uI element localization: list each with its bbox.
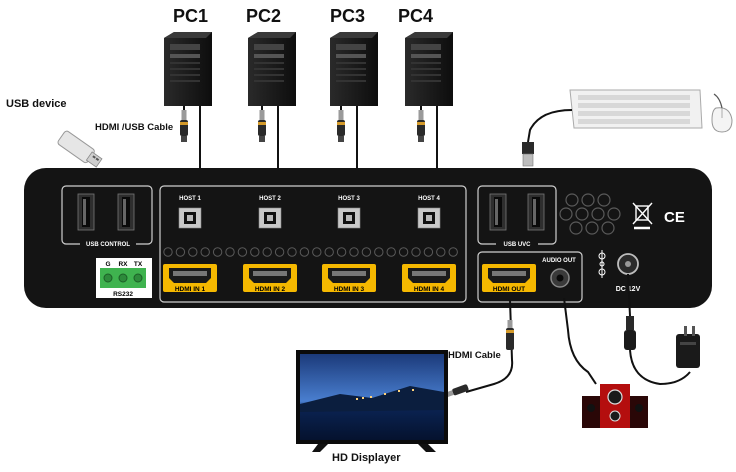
pc4-tower: [405, 32, 453, 106]
rs232-pin-rx: RX: [118, 261, 128, 268]
host1-label: HOST 1: [179, 196, 201, 202]
vent-hole: [349, 247, 359, 257]
host4-usb-b-port: [417, 207, 441, 229]
rs232-terminal: [96, 258, 152, 298]
vent-hole: [163, 247, 173, 257]
vent-hole: [212, 247, 223, 257]
vent-hole: [324, 247, 334, 257]
speaker-system-icon: [582, 384, 648, 428]
pc4-cable-plug: [417, 110, 425, 142]
pc3-label: PC3: [330, 6, 366, 26]
audio-out-label: AUDIO OUT: [542, 258, 576, 264]
hdmi-in-2-label: HDMI IN 2: [255, 286, 286, 293]
pc4-label: PC4: [398, 6, 434, 26]
pc1-label: PC1: [173, 6, 209, 26]
pc3-cable-plug: [337, 110, 345, 142]
vent-hole: [225, 247, 235, 257]
vent-hole: [175, 247, 186, 257]
vent-hole: [448, 247, 458, 257]
usb-control-label: USB CONTROL: [86, 242, 130, 248]
hdmi-usb-cable-label: HDMI /USB Cable: [95, 122, 174, 133]
pc2-cable-plug: [258, 110, 266, 142]
vent-hole: [423, 247, 434, 257]
rs232-pin-g: G: [105, 261, 110, 268]
usb-control-port-2: [117, 193, 135, 231]
vent-hole: [287, 247, 297, 257]
vent-hole: [312, 247, 322, 257]
hd-displayer-label: HD Displayer: [332, 452, 401, 464]
usb-device-label: USB device: [6, 98, 67, 110]
vent-hole: [250, 247, 260, 257]
vent-hole: [336, 247, 347, 257]
vent-hole: [386, 247, 396, 257]
usb-uvc-label: USB UVC: [503, 242, 531, 248]
host-group: [159, 185, 467, 303]
vent-hole: [299, 247, 310, 257]
usb-uvc-port-2: [527, 193, 545, 231]
usb-uvc-port-1: [489, 193, 507, 231]
hd-display-tv-icon: [296, 350, 448, 452]
pc2-label: PC2: [246, 6, 282, 26]
pc1-cable-plug: [180, 110, 188, 142]
host1-usb-b-port: [178, 207, 202, 229]
vent-holes: [163, 247, 458, 257]
rs232-pin-tx: TX: [134, 261, 143, 268]
host2-label: HOST 2: [259, 196, 281, 202]
vent-hole: [188, 247, 198, 257]
hdmi-out-label: HDMI OUT: [493, 286, 525, 293]
weee-icon: [632, 202, 653, 230]
host2-usb-b-port: [258, 207, 282, 229]
hdmi-in-3-label: HDMI IN 3: [334, 286, 365, 293]
vent-hole: [200, 247, 210, 257]
output-group: [477, 251, 583, 303]
vent-hole: [361, 247, 372, 257]
vent-hole: [374, 247, 384, 257]
rs232-label: RS232: [113, 291, 133, 298]
vent-hole: [411, 247, 421, 257]
usb-control-port-1: [77, 193, 95, 231]
pc2-tower: [248, 32, 296, 106]
host3-usb-b-port: [337, 207, 361, 229]
host4-label: HOST 4: [418, 196, 440, 202]
power-adapter-icon: [676, 326, 700, 368]
pc3-tower: [330, 32, 378, 106]
dc-polarity-icon: [598, 250, 606, 278]
vent-hole: [436, 247, 446, 257]
usb-stick-icon: [57, 130, 103, 168]
dc-barrel-plug-icon: [624, 316, 636, 350]
fan-vents: [559, 193, 621, 235]
ce-mark: CE: [664, 209, 685, 226]
hdmi-in-1-label: HDMI IN 1: [175, 286, 206, 293]
usb-a-plug-icon: [522, 142, 534, 167]
mouse-icon: [711, 93, 733, 133]
host3-label: HOST 3: [338, 196, 360, 202]
vent-hole: [262, 247, 272, 257]
hdmi-in-4-label: HDMI IN 4: [414, 286, 445, 293]
hdmi-cable-label: HDMI Cable: [448, 350, 501, 361]
keyboard-icon: [569, 89, 703, 129]
pc1-tower: [164, 32, 212, 106]
vent-hole: [398, 247, 409, 257]
vent-hole: [237, 247, 248, 257]
vent-hole: [274, 247, 285, 257]
hdmi-out-cable-plug: [506, 320, 514, 350]
